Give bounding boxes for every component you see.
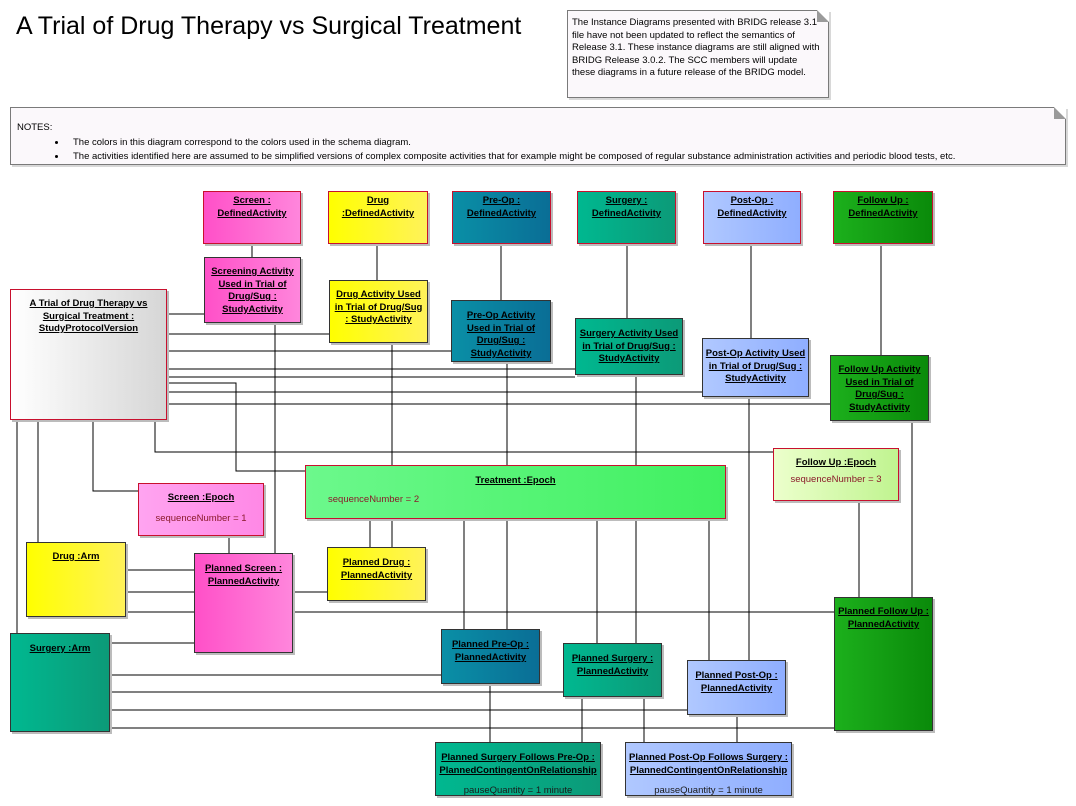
planned-surgery[interactable]: Planned Surgery : PlannedActivity: [563, 643, 662, 697]
connector: [154, 420, 773, 453]
postop-study-activity[interactable]: Post-Op Activity Used in Trial of Drug/S…: [702, 338, 809, 397]
relationship-attribute: pauseQuantity = 1 minute: [654, 785, 763, 797]
box-title: Screen : DefinedActivity: [217, 195, 287, 219]
box-title: Drug :DefinedActivity: [341, 195, 415, 219]
drug-defined-activity[interactable]: Drug :DefinedActivity: [328, 191, 428, 244]
epoch-attribute: sequenceNumber = 2: [328, 493, 420, 505]
notes-item: The colors in this diagram correspond to…: [67, 136, 1057, 150]
drug-arm[interactable]: Drug :Arm: [26, 542, 126, 617]
box-title: Pre-Op Activity Used in Trial of Drug/Su…: [466, 310, 536, 359]
box-title: Pre-Op : DefinedActivity: [466, 195, 537, 219]
note-fold-corner: [817, 10, 829, 22]
epoch-name: Screen :Epoch: [167, 492, 235, 503]
connector: [167, 382, 305, 472]
planned-drug[interactable]: Planned Drug : PlannedActivity: [327, 547, 426, 601]
box-title: Post-Op : DefinedActivity: [717, 195, 787, 219]
box-title: Surgery :Arm: [29, 643, 91, 654]
epoch-name: Treatment :Epoch: [475, 475, 556, 486]
box-title: Surgery : DefinedActivity: [591, 195, 662, 219]
study-protocol-version[interactable]: A Trial of Drug Therapy vs Surgical Trea…: [10, 289, 167, 420]
surgery-defined-activity[interactable]: Surgery : DefinedActivity: [577, 191, 676, 244]
box-title: Planned Drug : PlannedActivity: [340, 557, 413, 581]
followup-study-activity[interactable]: Follow Up Activity Used in Trial of Drug…: [830, 355, 929, 421]
box-title: Planned Screen : PlannedActivity: [204, 563, 283, 587]
box-title: Post-Op Activity Used in Trial of Drug/S…: [705, 348, 806, 385]
epoch-name: Follow Up :Epoch: [795, 457, 877, 468]
notes-item: The activities identified here are assum…: [67, 150, 1057, 164]
notes-heading: NOTES:: [17, 122, 53, 133]
box-title: Drug :Arm: [52, 551, 100, 562]
box-title: Surgery Activity Used in Trial of Drug/S…: [579, 328, 679, 365]
planned-followup[interactable]: Planned Follow Up : PlannedActivity: [834, 597, 933, 731]
box-title: Follow Up : DefinedActivity: [848, 195, 918, 219]
epoch-attribute: sequenceNumber = 3: [790, 473, 882, 485]
epoch-attribute: sequenceNumber = 1: [155, 512, 247, 524]
box-title: Planned Follow Up : PlannedActivity: [838, 606, 929, 630]
surgery-follows-preop-relationship[interactable]: Planned Surgery Follows Pre-Op : Planned…: [435, 742, 601, 796]
screening-study-activity[interactable]: Screening Activity Used in Trial of Drug…: [204, 257, 301, 323]
box-title: Screening Activity Used in Trial of Drug…: [211, 266, 294, 315]
release-note-text: The Instance Diagrams presented with BRI…: [572, 17, 820, 79]
treatment-epoch[interactable]: Treatment :Epoch sequenceNumber = 2: [305, 465, 726, 519]
release-note: The Instance Diagrams presented with BRI…: [567, 10, 829, 98]
surgery-study-activity[interactable]: Surgery Activity Used in Trial of Drug/S…: [575, 318, 683, 375]
connector: [92, 420, 138, 492]
planned-preop[interactable]: Planned Pre-Op : PlannedActivity: [441, 629, 540, 684]
preop-study-activity[interactable]: Pre-Op Activity Used in Trial of Drug/Su…: [451, 300, 551, 362]
planned-screen[interactable]: Planned Screen : PlannedActivity: [194, 553, 293, 653]
screen-epoch[interactable]: Screen :Epoch sequenceNumber = 1: [138, 483, 264, 536]
note-fold-corner: [1054, 107, 1066, 119]
followup-epoch[interactable]: Follow Up :Epoch sequenceNumber = 3: [773, 448, 899, 501]
notes-box: NOTES: The colors in this diagram corres…: [10, 107, 1066, 165]
box-title: Drug Activity Used in Trial of Drug/Sug …: [334, 289, 423, 326]
postop-follows-surgery-relationship[interactable]: Planned Post-Op Follows Surgery : Planne…: [625, 742, 792, 796]
notes-list: The colors in this diagram correspond to…: [17, 136, 1057, 164]
preop-defined-activity[interactable]: Pre-Op : DefinedActivity: [452, 191, 551, 244]
box-title: Follow Up Activity Used in Trial of Drug…: [838, 364, 921, 413]
page-title: A Trial of Drug Therapy vs Surgical Trea…: [16, 12, 522, 40]
followup-defined-activity[interactable]: Follow Up : DefinedActivity: [833, 191, 933, 244]
box-title: Planned Surgery : PlannedActivity: [571, 653, 654, 677]
postop-defined-activity[interactable]: Post-Op : DefinedActivity: [703, 191, 801, 244]
drug-study-activity[interactable]: Drug Activity Used in Trial of Drug/Sug …: [329, 280, 428, 343]
planned-postop[interactable]: Planned Post-Op : PlannedActivity: [687, 660, 786, 715]
relationship-name: Planned Surgery Follows Pre-Op : Planned…: [439, 752, 597, 776]
screen-defined-activity[interactable]: Screen : DefinedActivity: [203, 191, 301, 244]
box-title: A Trial of Drug Therapy vs Surgical Trea…: [29, 298, 148, 335]
relationship-name: Planned Post-Op Follows Surgery : Planne…: [629, 752, 788, 776]
box-title: Planned Post-Op : PlannedActivity: [695, 670, 778, 694]
relationship-attribute: pauseQuantity = 1 minute: [463, 785, 573, 797]
surgery-arm[interactable]: Surgery :Arm: [10, 633, 110, 732]
box-title: Planned Pre-Op : PlannedActivity: [451, 639, 530, 663]
